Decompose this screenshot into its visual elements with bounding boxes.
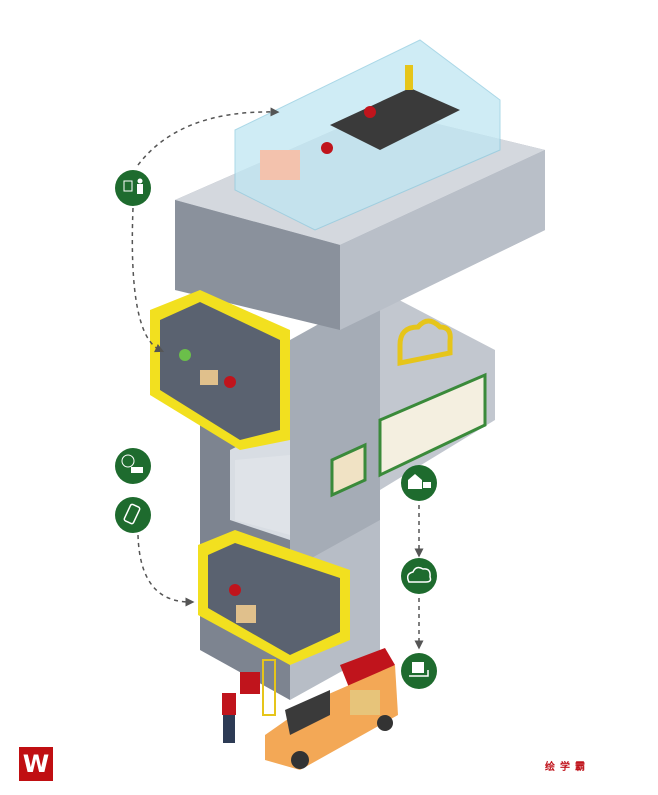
delivery-person-icon xyxy=(115,170,151,206)
clock-truck-icon xyxy=(115,448,151,484)
building-right-block xyxy=(290,290,495,570)
watermark-text: 绘学霸 xyxy=(545,762,590,773)
ladder xyxy=(262,659,276,716)
warehouse-truck-icon xyxy=(401,465,437,501)
delivery-van xyxy=(265,648,398,770)
brand-logo: W xyxy=(19,747,53,781)
glass-roof-room xyxy=(234,39,501,231)
middle-glass-room xyxy=(235,455,290,535)
package-cart-icon xyxy=(401,653,437,689)
delivery-person xyxy=(222,672,260,743)
yellow-room-upper xyxy=(150,290,290,450)
cloud-upload-icon xyxy=(401,558,437,594)
cloud-sign xyxy=(397,318,453,367)
yellow-room-lower xyxy=(198,530,350,665)
mobile-phone-icon xyxy=(115,497,151,533)
flow-arrows xyxy=(131,107,424,650)
